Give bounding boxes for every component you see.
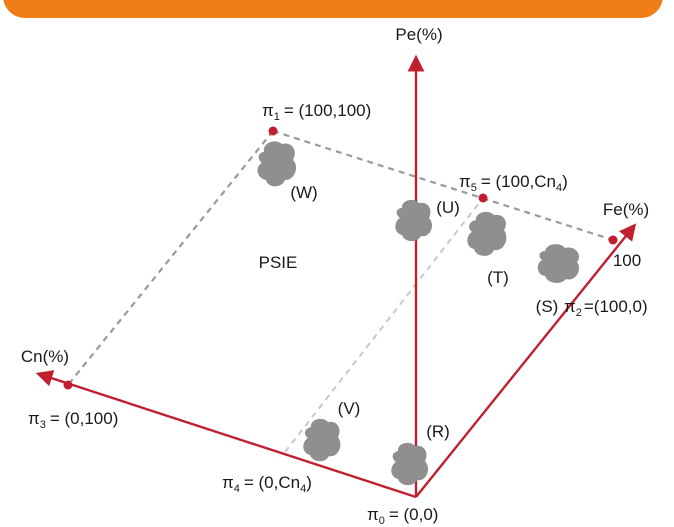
cluster-label-w: (W) [290,183,317,202]
fe-axis-label: Fe(%) [603,200,649,219]
fe-axis [415,223,637,498]
point-p1 [268,126,278,136]
cluster-blob-u [395,199,433,242]
dashed-line-p4-p5 [284,197,484,453]
dashed-line-p1-p2 [272,129,614,242]
cluster-label-s: (S) [536,297,559,316]
cluster-label-v: (V) [338,399,361,418]
point-label-p2: π2=(100,0) [564,297,648,319]
point-label-p1: π1= (100,100) [262,101,371,123]
pe-axis-label: Pe(%) [395,25,442,44]
point-label-p0: π0= (0,0) [367,505,438,527]
point-label-p3: π3= (0,100) [28,409,118,431]
cn-axis-label: Cn(%) [21,347,69,366]
cn-axis [35,370,417,499]
region-label: PSIE [259,253,298,272]
cluster-blob-r [391,442,429,486]
header-bar [3,0,663,18]
dashed-line-p1-p3 [67,130,274,386]
point-p5 [478,193,488,203]
cluster-blob-s [537,244,580,283]
fe-tick-label: 100 [613,251,641,270]
point-label-p4: π4= (0,Cn4) [222,473,312,495]
point-label-p5: π5= (100,Cn4) [459,172,568,194]
cluster-blob-w [257,141,297,187]
cluster-blob-t [467,211,507,256]
cluster-label-u: (U) [436,198,460,217]
point-p3 [63,380,73,390]
point-p2 [608,235,618,245]
cluster-label-r: (R) [426,422,450,441]
cluster-blob-v [303,418,341,462]
cluster-label-t: (T) [487,268,509,287]
